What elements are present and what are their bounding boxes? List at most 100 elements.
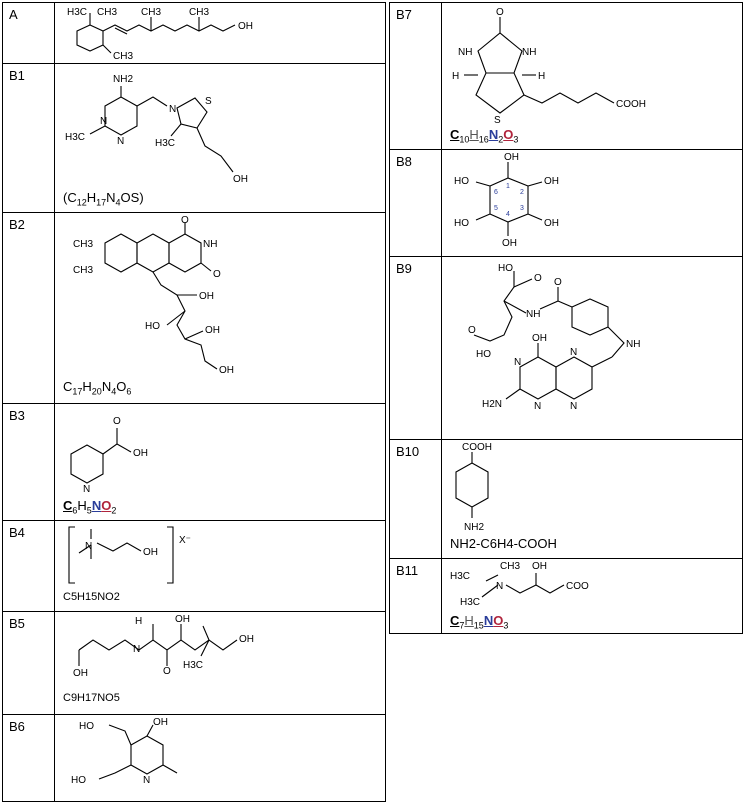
row-b9: B9 HO O NH — [389, 256, 743, 440]
svg-text:O: O — [554, 277, 562, 288]
svg-text:N: N — [143, 775, 150, 786]
structure-cell: NH2 H3C N N N S H3C OH (C12H17N4OS) — [54, 63, 386, 213]
left-table: A H3C CH3 CH3 CH3 CH3 OH — [2, 2, 386, 802]
label-cell: B11 — [389, 558, 442, 634]
svg-text:OH: OH — [544, 176, 559, 187]
svg-text:O: O — [468, 325, 476, 336]
label-cell: B6 — [2, 714, 55, 802]
paba-svg: COOH NH2 — [455, 442, 492, 533]
svg-text:COOH: COOH — [462, 442, 492, 453]
svg-text:H3C: H3C — [460, 597, 480, 608]
svg-text:OH: OH — [153, 717, 168, 728]
svg-text:CH3: CH3 — [73, 239, 93, 250]
retinol-svg: H3C CH3 CH3 CH3 CH3 OH — [67, 7, 253, 62]
svg-text:OH: OH — [238, 21, 253, 32]
retinol-structure: H3C CH3 CH3 CH3 CH3 OH — [55, 3, 385, 63]
svg-text:H2N: H2N — [482, 399, 502, 410]
formula: C17H20N4O6 — [63, 379, 132, 397]
svg-text:H: H — [538, 71, 545, 82]
label-cell: B5 — [2, 611, 55, 715]
structure-cell: O NH NH H H S COOH C10H16N2O3 — [441, 2, 743, 150]
svg-text:N: N — [514, 357, 521, 368]
svg-text:CH3: CH3 — [113, 51, 133, 62]
svg-text:N: N — [133, 644, 140, 655]
svg-text:OH: OH — [219, 365, 234, 376]
formula: C6H5NO2 — [63, 498, 117, 516]
row-b7: B7 O NH NH H H S COOH C10H — [389, 2, 743, 150]
svg-text:N: N — [100, 116, 107, 127]
svg-text:S: S — [205, 96, 212, 107]
pantothenic-structure: H N OH O H3C OH OH C9H17NO5 — [55, 612, 385, 714]
svg-text:N: N — [534, 401, 541, 412]
label-cell: A — [2, 2, 55, 64]
svg-text:COOH: COOH — [616, 99, 646, 110]
svg-text:N: N — [85, 541, 92, 552]
svg-text:N: N — [169, 104, 176, 115]
formula: NH2-C6H4-COOH — [450, 536, 557, 551]
riboflavin-svg: CH3 CH3 O NH O OH HO OH OH — [73, 215, 234, 376]
carnitine-svg: H3C CH3 N H3C OH COO — [450, 561, 589, 608]
row-b5: B5 H N OH O H3C OH OH — [2, 611, 386, 715]
formula: C10H16N2O3 — [450, 127, 519, 145]
svg-text:OH: OH — [199, 291, 214, 302]
row-b4: B4 N OH X⁻ C5H15NO2 — [2, 520, 386, 612]
formula: C5H15NO2 — [63, 591, 120, 603]
inositol-structure: OH OH OH OH HO HO 1 2 3 4 5 6 — [442, 150, 742, 256]
svg-text:N: N — [496, 581, 503, 592]
svg-text:N: N — [83, 484, 90, 495]
row-b3: B3 O OH N C6H5NO2 — [2, 403, 386, 521]
svg-text:O: O — [534, 273, 542, 284]
svg-text:O: O — [113, 416, 121, 427]
label-cell: B3 — [2, 403, 55, 521]
label-cell: B9 — [389, 256, 442, 440]
svg-text:HO: HO — [498, 263, 513, 274]
structure-cell: O OH N C6H5NO2 — [54, 403, 386, 521]
svg-text:OH: OH — [233, 174, 248, 185]
svg-text:OH: OH — [175, 614, 190, 625]
svg-text:1: 1 — [506, 183, 510, 190]
structure-cell: HO O NH O NH O HO OH N H2N N N N — [441, 256, 743, 440]
svg-text:H: H — [135, 616, 142, 627]
svg-text:HO: HO — [454, 176, 469, 187]
svg-text:COO: COO — [566, 581, 589, 592]
svg-text:CH3: CH3 — [73, 265, 93, 276]
svg-text:OH: OH — [532, 561, 547, 572]
svg-text:NH: NH — [458, 47, 472, 58]
svg-text:CH3: CH3 — [97, 7, 117, 18]
svg-text:OH: OH — [239, 634, 254, 645]
paba-structure: COOH NH2 NH2-C6H4-COOH — [442, 440, 742, 558]
svg-text:3: 3 — [520, 205, 524, 212]
folate-structure: HO O NH O NH O HO OH N H2N N N N — [442, 257, 742, 439]
structure-cell: H3C CH3 N H3C OH COO C7H15NO3 — [441, 558, 743, 634]
svg-text:NH: NH — [626, 339, 640, 350]
svg-text:N: N — [117, 136, 124, 147]
riboflavin-structure: CH3 CH3 O NH O OH HO OH OH C17H20N4O6 — [55, 213, 385, 403]
svg-text:H: H — [452, 71, 459, 82]
svg-text:N: N — [570, 401, 577, 412]
row-b8: B8 OH OH OH OH HO HO 1 — [389, 149, 743, 257]
svg-text:O: O — [213, 269, 221, 280]
carnitine-structure: H3C CH3 N H3C OH COO C7H15NO3 — [442, 559, 742, 633]
svg-text:H3C: H3C — [155, 138, 175, 149]
svg-text:OH: OH — [532, 333, 547, 344]
inositol-svg: OH OH OH OH HO HO 1 2 3 4 5 6 — [454, 152, 559, 249]
svg-text:OH: OH — [133, 448, 148, 459]
svg-text:NH2: NH2 — [113, 74, 133, 85]
biotin-structure: O NH NH H H S COOH C10H16N2O3 — [442, 3, 742, 149]
right-table: B7 O NH NH H H S COOH C10H — [389, 2, 743, 634]
niacin-structure: O OH N C6H5NO2 — [55, 404, 385, 520]
svg-text:H3C: H3C — [450, 571, 470, 582]
svg-text:O: O — [181, 215, 189, 226]
svg-text:S: S — [494, 115, 501, 126]
label-cell: B7 — [389, 2, 442, 150]
svg-text:HO: HO — [145, 321, 160, 332]
svg-text:HO: HO — [476, 349, 491, 360]
formula: C9H17NO5 — [63, 692, 120, 704]
formula: C7H15NO3 — [450, 613, 509, 631]
svg-text:HO: HO — [71, 775, 86, 786]
thiamine-structure: NH2 H3C N N N S H3C OH (C12H17N4OS) — [55, 64, 385, 212]
structure-cell: OH OH OH OH HO HO 1 2 3 4 5 6 — [441, 149, 743, 257]
row-a: A H3C CH3 CH3 CH3 CH3 OH — [2, 2, 386, 64]
svg-text:OH: OH — [143, 547, 158, 558]
choline-structure: N OH X⁻ C5H15NO2 — [55, 521, 385, 611]
